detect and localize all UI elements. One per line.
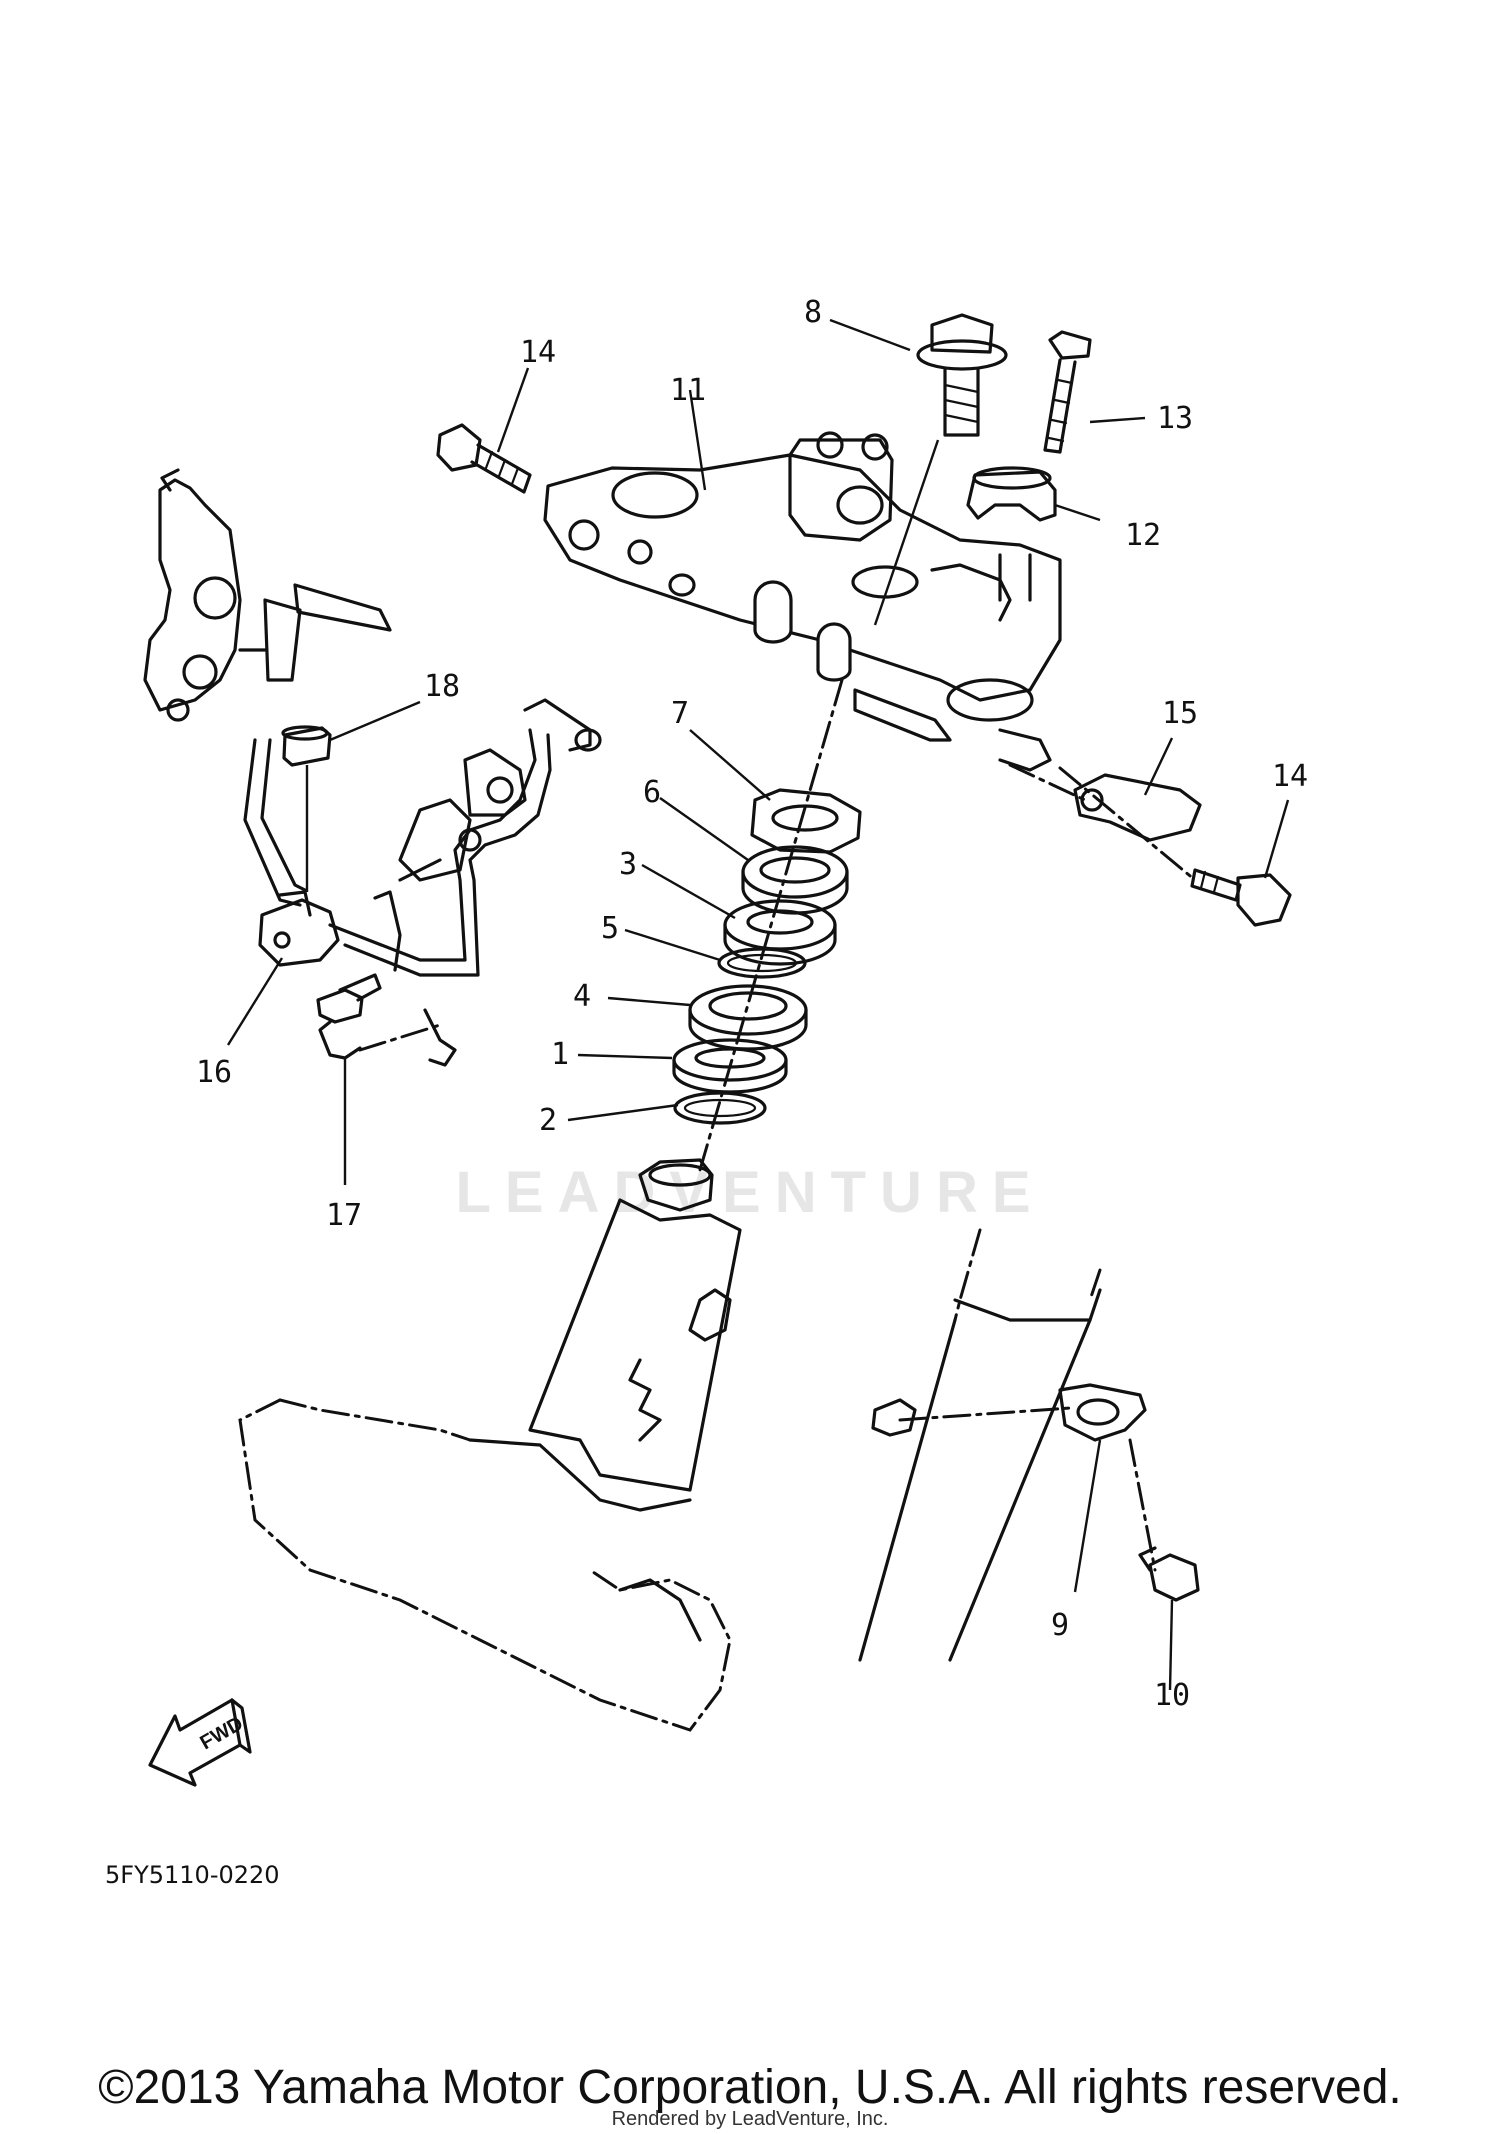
drawing-code: 5FY5110-0220 <box>105 1861 280 1889</box>
watermark: LEADVENTURE <box>455 1160 1044 1225</box>
fwd-arrow-icon: FWD <box>148 1698 252 1787</box>
callout-16: 16 <box>196 1055 232 1090</box>
bolt-10 <box>1138 1546 1200 1602</box>
steering-axis-line <box>698 678 844 1172</box>
callout-13: 13 <box>1157 401 1193 436</box>
callout-2: 2 <box>539 1103 557 1138</box>
callout-labels: 8 14 11 13 12 15 14 7 6 3 5 4 1 2 18 16 … <box>196 295 1308 1713</box>
bolt-with-washer <box>916 313 1008 437</box>
callout-8: 8 <box>804 295 822 330</box>
callout-14-right: 14 <box>1272 759 1308 794</box>
bolt-14-right <box>1190 868 1292 927</box>
callout-4: 4 <box>573 979 591 1014</box>
stay-plate-right <box>373 698 602 1067</box>
callout-6: 6 <box>643 775 661 810</box>
fwd-label: FWD <box>197 1713 247 1755</box>
callout-18: 18 <box>424 669 460 704</box>
bolt-13 <box>1043 330 1092 454</box>
rendered-by-notice: Rendered by LeadVenture, Inc. <box>611 2108 889 2130</box>
ball-bearing-lower <box>673 1091 767 1125</box>
leader-lines <box>226 318 1290 1691</box>
callout-12: 12 <box>1125 518 1161 553</box>
callout-11: 11 <box>670 373 706 408</box>
callout-15: 15 <box>1162 696 1198 731</box>
bolt-14-left <box>436 423 532 494</box>
callout-7: 7 <box>671 696 689 731</box>
upper-bracket <box>543 431 1062 772</box>
callout-3: 3 <box>619 847 637 882</box>
handlebar-holder-upper <box>966 466 1057 602</box>
cable-clamp <box>1058 1383 1147 1442</box>
copyright-notice: ©2013 Yamaha Motor Corporation, U.S.A. A… <box>98 2061 1402 2114</box>
front-fork-ghost <box>858 1228 1102 1662</box>
callout-14-top: 14 <box>520 335 556 370</box>
grommet <box>281 725 332 767</box>
callout-17: 17 <box>326 1198 362 1233</box>
callout-1: 1 <box>551 1037 569 1072</box>
meter-stay-bracket <box>143 468 392 722</box>
callout-5: 5 <box>601 911 619 946</box>
callout-10: 10 <box>1154 1678 1190 1713</box>
pipe-clamp <box>258 890 340 967</box>
under-bracket-ghost <box>238 1158 742 1732</box>
callout-9: 9 <box>1051 1608 1069 1643</box>
bolt-17 <box>316 973 382 1060</box>
stay-pipe <box>243 728 552 977</box>
handlebar-holder-lower <box>1073 773 1202 842</box>
